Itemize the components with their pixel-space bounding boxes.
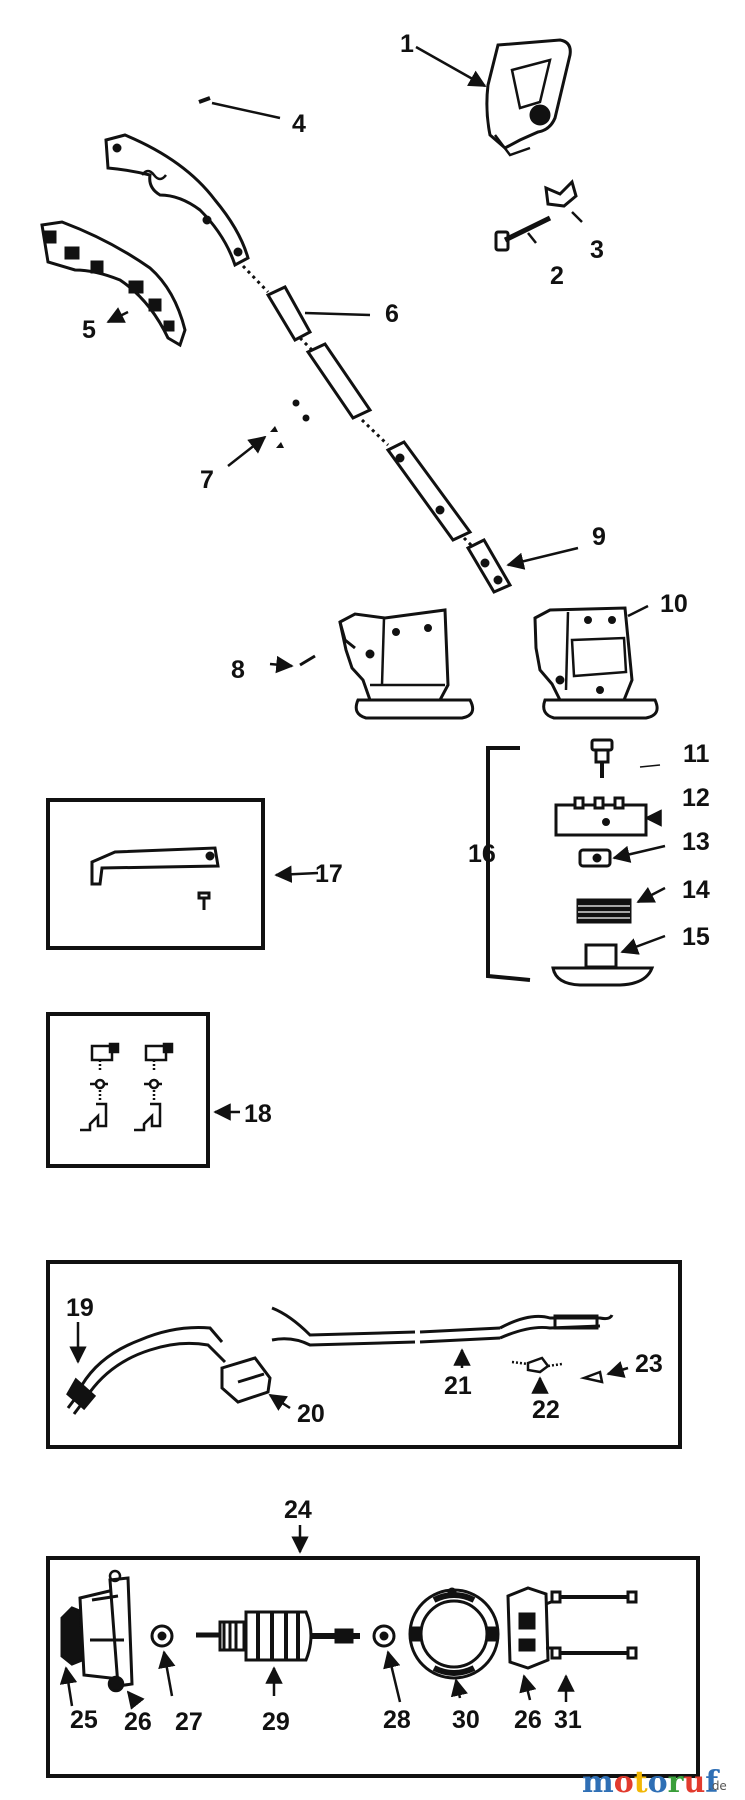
wm-letter: r: [668, 1765, 685, 1800]
label-25: 25: [70, 1706, 98, 1734]
label-16: 16: [468, 840, 496, 868]
svg-text:motoruf: motoruf: [582, 1765, 720, 1800]
part-26-brush-holder: [506, 1586, 557, 1670]
watermark-logo: motoruf .de: [582, 1765, 727, 1800]
part-10-housing: [533, 606, 659, 720]
box-17: [46, 798, 265, 950]
wm-letter: o: [648, 1765, 668, 1800]
label-17: 17: [315, 860, 343, 888]
label-10: 10: [660, 590, 688, 618]
label-19: 19: [66, 1294, 94, 1322]
part-6-upper-shaft: [104, 133, 250, 268]
part-12-spool-cover: [554, 796, 648, 837]
part-17-lever: [90, 846, 220, 910]
part-20-strain-relief: [220, 1356, 272, 1404]
wm-letter: u: [683, 1765, 705, 1800]
label-20: 20: [297, 1400, 325, 1428]
part-27-washer: [150, 1624, 174, 1648]
part-22-connector: [511, 1356, 563, 1374]
label-5: 5: [82, 316, 96, 344]
part-2-bolt: [494, 215, 552, 252]
box-cord: [46, 1260, 682, 1449]
part-6-coupler: [241, 264, 513, 594]
label-1: 1: [400, 30, 414, 58]
part-19-plug-cord: [66, 1326, 227, 1415]
label-23: 23: [635, 1350, 663, 1378]
label-27: 27: [175, 1708, 203, 1736]
label-21: 21: [444, 1372, 472, 1400]
label-2: 2: [550, 262, 564, 290]
label-8: 8: [231, 656, 245, 684]
part-4-screw: [198, 96, 211, 104]
label-26a: 26: [124, 1708, 152, 1736]
part-15-base: [551, 943, 655, 987]
wm-letter: o: [614, 1765, 634, 1800]
label-26b: 26: [514, 1706, 542, 1734]
label-3: 3: [590, 236, 604, 264]
wm-suffix: .de: [708, 1779, 727, 1793]
label-29: 29: [262, 1708, 290, 1736]
label-12: 12: [682, 784, 710, 812]
label-9: 9: [592, 523, 606, 551]
part-8-housing: [338, 608, 475, 720]
part-25-end-cap: [60, 1576, 134, 1688]
part-31-screws: [550, 1590, 638, 1660]
part-21-wire: [271, 1306, 614, 1347]
part-16-bracket: [486, 746, 531, 982]
part-3-wing-nut: [544, 179, 578, 208]
part-13-insert: [578, 848, 612, 868]
label-15: 15: [682, 923, 710, 951]
label-18: 18: [244, 1100, 272, 1128]
label-13: 13: [682, 828, 710, 856]
label-11: 11: [683, 740, 710, 768]
box-motor: [46, 1556, 700, 1778]
part-29-armature: [196, 1610, 360, 1662]
label-14: 14: [682, 876, 710, 904]
label-28: 28: [383, 1706, 411, 1734]
wm-letter: f: [705, 1765, 720, 1800]
part-1-handle: [485, 38, 572, 157]
wm-letter: m: [582, 1765, 614, 1800]
part-18-contacts: [80, 1042, 174, 1132]
part-8-screw: [299, 654, 316, 667]
part-30-field: [408, 1587, 500, 1680]
label-6: 6: [385, 300, 399, 328]
part-7-screws: [270, 399, 310, 448]
wm-letter: t: [634, 1765, 648, 1800]
label-30: 30: [452, 1706, 480, 1734]
label-22: 22: [532, 1396, 560, 1424]
box-18: [46, 1012, 210, 1168]
part-14-spool: [576, 898, 632, 924]
label-4: 4: [292, 110, 306, 138]
part-5-handle-half: [40, 220, 187, 348]
part-28-washer: [372, 1624, 396, 1648]
label-31: 31: [554, 1706, 582, 1734]
label-7: 7: [200, 466, 214, 494]
label-24: 24: [284, 1496, 312, 1524]
part-26-brush: [107, 1569, 125, 1693]
part-11-bolt: [590, 738, 614, 778]
part-23-wire-nut: [579, 1370, 604, 1384]
